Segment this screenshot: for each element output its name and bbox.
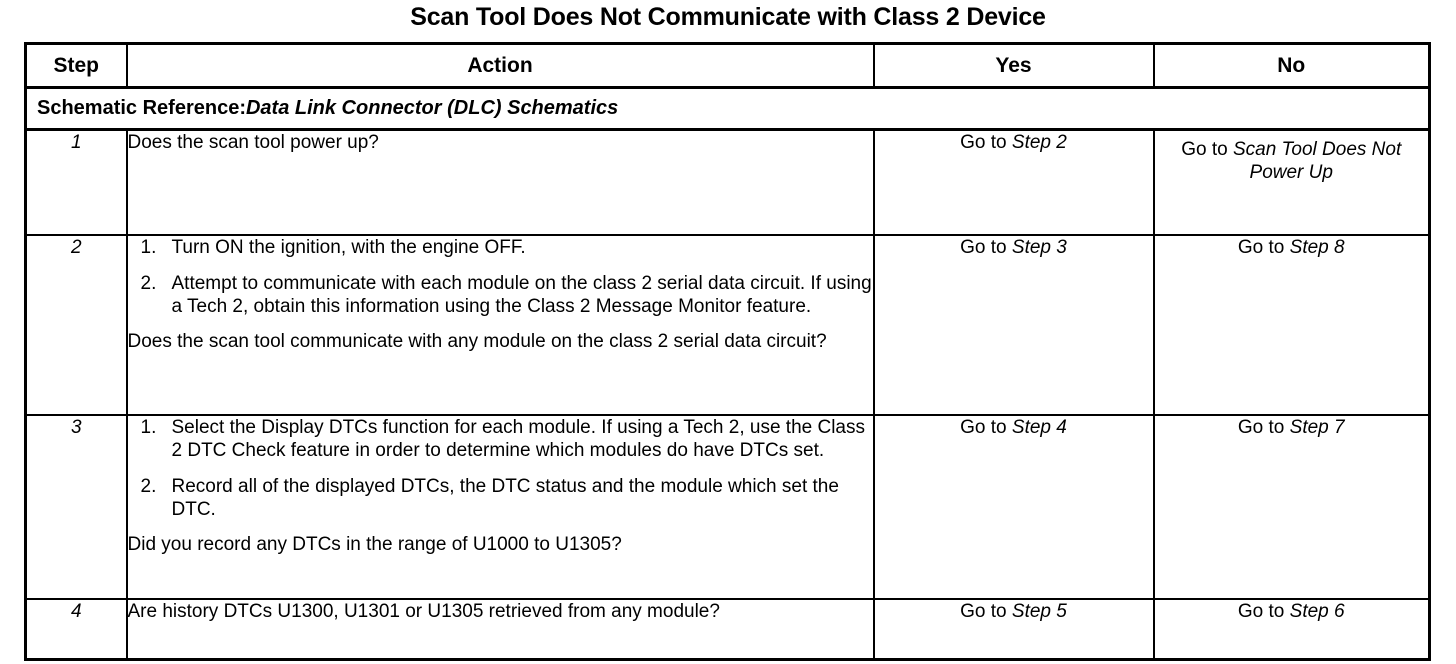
no-answer-cell: Go to Step 7 [1152, 414, 1431, 600]
step-number: 4 [24, 598, 128, 661]
goto-prefix: Go to [1181, 139, 1233, 160]
table-header-row: Step Action Yes No [24, 42, 1431, 89]
action-question: Are history DTCs U1300, U1301 or U1305 r… [127, 601, 720, 622]
table-row: 2 Turn ON the ignition, with the engine … [24, 234, 1431, 416]
table-row: 1 Does the scan tool power up? Go to Ste… [24, 128, 1431, 236]
schematic-reference-value[interactable]: Data Link Connector (DLC) Schematics [245, 96, 619, 119]
schematic-reference-cell: Schematic Reference:Data Link Connector … [24, 86, 1431, 131]
diagnostic-table: Step Action Yes No Schematic Reference:D… [24, 42, 1431, 661]
step-number: 1 [24, 128, 128, 236]
goto-target-link[interactable]: Step 8 [1289, 237, 1345, 258]
goto-prefix: Go to [1237, 601, 1290, 622]
column-header-no: No [1152, 42, 1431, 89]
action-question: Did you record any DTCs in the range of … [127, 534, 622, 555]
schematic-reference-label: Schematic Reference: [37, 96, 246, 119]
page-title: Scan Tool Does Not Communicate with Clas… [410, 3, 1046, 31]
action-step-item: Turn ON the ignition, with the engine OF… [141, 236, 526, 259]
goto-target-link[interactable]: Scan Tool Does Not Power Up [1232, 139, 1402, 183]
goto-target-link[interactable]: Step 5 [1011, 601, 1067, 622]
action-step-item: Select the Display DTCs function for eac… [141, 416, 866, 461]
yes-answer-cell: Go to Step 2 [872, 128, 1155, 236]
goto-target-link[interactable]: Step 6 [1289, 601, 1345, 622]
goto-prefix: Go to [960, 237, 1012, 258]
goto-prefix: Go to [1237, 237, 1290, 258]
schematic-reference-row: Schematic Reference:Data Link Connector … [24, 86, 1431, 131]
no-answer-cell: Go to Scan Tool Does Not Power Up [1152, 128, 1431, 236]
goto-prefix: Go to [960, 417, 1012, 438]
action-cell: Are history DTCs U1300, U1301 or U1305 r… [125, 598, 875, 661]
action-step-list: Turn ON the ignition, with the engine OF… [128, 236, 873, 318]
goto-prefix: Go to [1237, 417, 1290, 438]
action-cell: Does the scan tool power up? [125, 128, 875, 236]
table-row: 3 Select the Display DTCs function for e… [24, 414, 1431, 600]
action-step-item: Record all of the displayed DTCs, the DT… [141, 475, 839, 520]
step-number: 2 [24, 234, 128, 416]
no-answer-cell: Go to Step 8 [1152, 234, 1431, 416]
yes-answer-cell: Go to Step 3 [872, 234, 1155, 416]
column-header-action: Action [125, 42, 875, 89]
table-row: 4 Are history DTCs U1300, U1301 or U1305… [24, 598, 1431, 661]
goto-target-link[interactable]: Step 7 [1289, 417, 1345, 438]
action-question: Does the scan tool communicate with any … [127, 331, 827, 352]
goto-target-link[interactable]: Step 4 [1011, 417, 1067, 438]
action-question: Does the scan tool power up? [127, 132, 379, 153]
step-number: 3 [24, 414, 128, 600]
action-cell: Turn ON the ignition, with the engine OF… [125, 234, 875, 416]
goto-prefix: Go to [960, 132, 1012, 153]
column-header-yes: Yes [872, 42, 1155, 89]
no-answer-cell: Go to Step 6 [1152, 598, 1431, 661]
yes-answer-cell: Go to Step 4 [872, 414, 1155, 600]
action-step-list: Select the Display DTCs function for eac… [128, 416, 873, 521]
goto-target-link[interactable]: Step 3 [1011, 237, 1067, 258]
goto-target-link[interactable]: Step 2 [1011, 132, 1067, 153]
action-step-item: Attempt to communicate with each module … [141, 272, 872, 317]
column-header-step: Step [24, 42, 128, 89]
yes-answer-cell: Go to Step 5 [872, 598, 1155, 661]
action-cell: Select the Display DTCs function for eac… [125, 414, 875, 600]
goto-prefix: Go to [960, 601, 1012, 622]
